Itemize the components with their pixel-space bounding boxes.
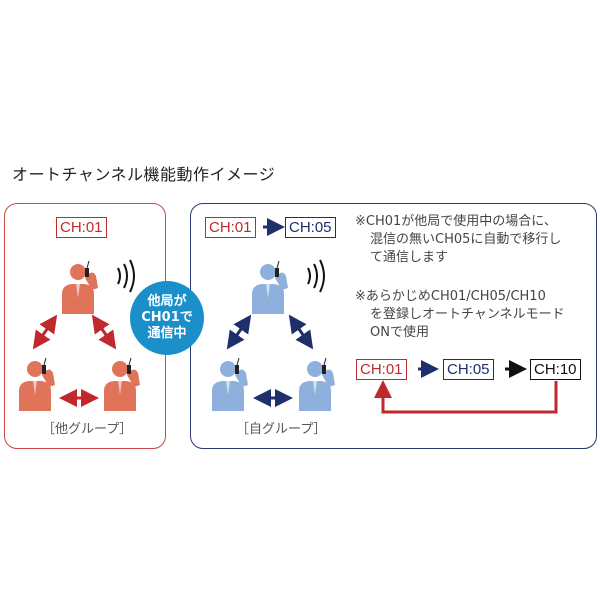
sequence-channel-1: CH:01: [356, 359, 407, 380]
person-icon: [211, 357, 249, 411]
note-line: 混信の無いCH05に自動で移行し: [370, 232, 562, 247]
own-group-label: ［自グループ］: [236, 422, 327, 437]
note-2: ※あらかじめCH01/CH05/CH10 を登録しオートチャンネルモード ONで…: [355, 288, 595, 342]
person-icon: [18, 357, 56, 411]
other-group-label: ［他グループ］: [42, 422, 133, 437]
sequence-channel-3: CH:10: [530, 359, 581, 380]
bubble-line: 他局が: [147, 294, 187, 309]
note-line: ※CH01が他局で使用中の場合に、: [355, 214, 557, 229]
busy-channel-bubble: 他局が CH01で 通信中: [130, 281, 204, 355]
note-line: ONで使用: [370, 325, 429, 340]
own-group-channel-from: CH:01: [205, 217, 256, 238]
radio-waves-icon: [117, 259, 325, 293]
own-group-channel-to: CH:05: [285, 217, 336, 238]
other-group-arrows: [32, 314, 117, 407]
person-icon: [251, 260, 289, 314]
other-group-channel: CH:01: [56, 217, 107, 238]
person-icon: [298, 357, 336, 411]
note-1: ※CH01が他局で使用中の場合に、 混信の無いCH05に自動で移行し て通信しま…: [355, 213, 595, 267]
note-line: を登録しオートチャンネルモード: [370, 307, 565, 322]
note-line: て通信します: [370, 250, 449, 265]
note-line: ※あらかじめCH01/CH05/CH10: [355, 289, 546, 304]
own-group-arrows: [226, 218, 439, 407]
person-icon: [61, 260, 99, 314]
person-icon: [103, 357, 141, 411]
sequence-channel-2: CH:05: [443, 359, 494, 380]
bubble-line: 通信中: [147, 326, 187, 341]
page-title: オートチャンネル機能動作イメージ: [12, 165, 276, 184]
loop-back-arrow: [374, 380, 558, 414]
other-group-people: [18, 260, 141, 411]
bubble-line: CH01で: [141, 310, 193, 325]
